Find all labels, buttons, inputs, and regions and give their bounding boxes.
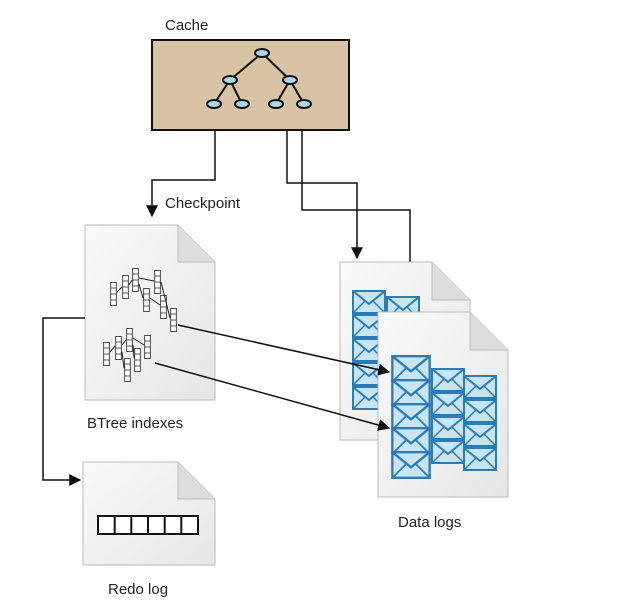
cache-label: Cache xyxy=(165,17,208,34)
redo-log-label: Redo log xyxy=(108,581,168,598)
btree-icon xyxy=(103,268,177,382)
checkpoint-label: Checkpoint xyxy=(165,195,241,212)
btree-label: BTree indexes xyxy=(87,415,183,432)
tree-icon xyxy=(206,48,312,109)
cache-connectors xyxy=(146,130,416,309)
data-logs-label: Data logs xyxy=(398,514,461,531)
redo-log-document xyxy=(82,461,216,566)
cache-box xyxy=(151,39,350,131)
data-log-document-front xyxy=(377,311,509,498)
redo-buffer-icon xyxy=(97,515,199,535)
btree-document xyxy=(84,224,216,401)
redo-connector xyxy=(42,317,85,486)
btree-to-datalog-arrows xyxy=(154,324,391,431)
